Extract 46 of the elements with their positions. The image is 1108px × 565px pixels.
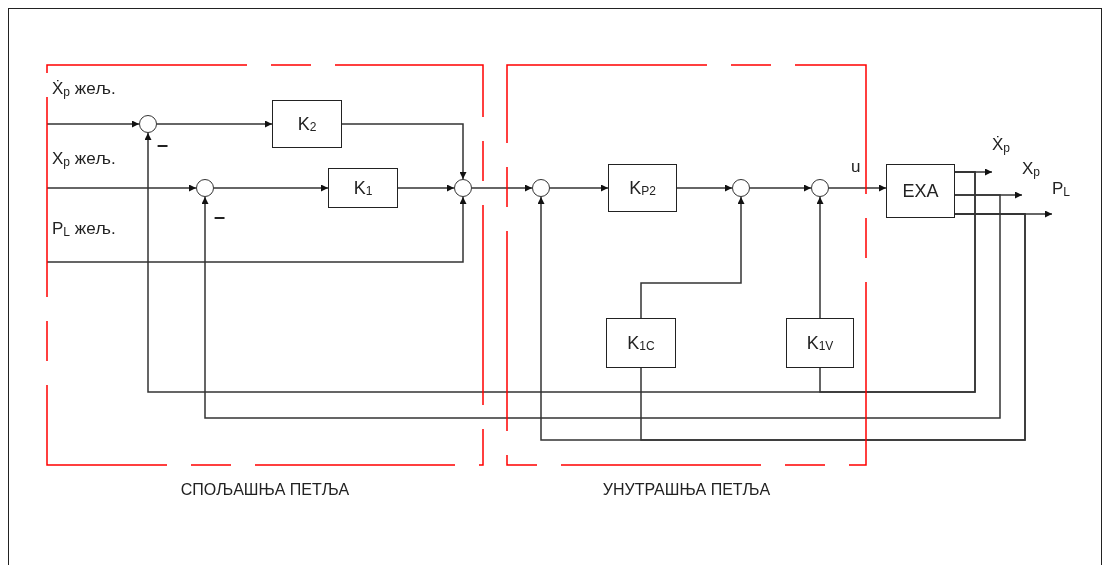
signal-arrow bbox=[749, 184, 812, 192]
output-label: Ẋ$_{p}$ bbox=[992, 136, 1018, 175]
block-label: K$_{P2}$ bbox=[629, 177, 656, 199]
transfer-block bbox=[886, 164, 955, 218]
signal-arrow bbox=[676, 184, 733, 192]
summing-junction bbox=[532, 179, 550, 197]
block-label: EXA bbox=[902, 180, 939, 202]
signal-arrow bbox=[640, 196, 745, 319]
transfer-block bbox=[272, 100, 342, 148]
output-label: X$_{p}$ bbox=[1022, 160, 1050, 198]
input-label: P$_{L}$ жељ. bbox=[52, 220, 116, 238]
summing-junction bbox=[811, 179, 829, 197]
signal-arrow bbox=[397, 184, 455, 192]
signal-arrow bbox=[156, 120, 273, 128]
signal-label: u bbox=[851, 158, 861, 175]
block-label: K$_{2}$ bbox=[297, 113, 317, 135]
block-label: K$_{1V}$ bbox=[806, 332, 834, 354]
output-label: P$_{L}$ bbox=[1052, 180, 1080, 217]
minus-sign: – bbox=[157, 134, 169, 154]
signal-arrow bbox=[549, 184, 609, 192]
signal-line bbox=[819, 171, 976, 393]
summing-junction bbox=[454, 179, 472, 197]
summing-junction bbox=[196, 179, 214, 197]
summing-junction bbox=[139, 115, 157, 133]
signal-line bbox=[640, 213, 1026, 441]
minus-sign: – bbox=[214, 206, 226, 226]
signal-arrow bbox=[46, 184, 197, 192]
transfer-block bbox=[606, 318, 676, 368]
region-title: УНУТРАШЊА ПЕТЉА bbox=[602, 481, 771, 499]
input-label: Ẋ$_{p}$ жељ. bbox=[52, 80, 116, 98]
transfer-block bbox=[328, 168, 398, 208]
signal-arrow bbox=[816, 196, 824, 319]
signal-arrow bbox=[471, 184, 533, 192]
signal-arrow bbox=[341, 123, 467, 180]
block-label: K$_{1C}$ bbox=[627, 332, 655, 354]
signal-arrow bbox=[828, 184, 887, 192]
signal-arrow bbox=[46, 120, 140, 128]
region-title: СПОЉАШЊА ПЕТЉА bbox=[180, 481, 350, 499]
signal-arrow bbox=[46, 196, 467, 263]
input-label: X$_{p}$ жељ. bbox=[52, 150, 116, 168]
signal-arrow bbox=[213, 184, 329, 192]
summing-junction bbox=[732, 179, 750, 197]
transfer-block bbox=[608, 164, 677, 212]
signal-arrow bbox=[201, 194, 1001, 419]
block-label: K$_{1}$ bbox=[353, 177, 373, 199]
transfer-block bbox=[786, 318, 854, 368]
